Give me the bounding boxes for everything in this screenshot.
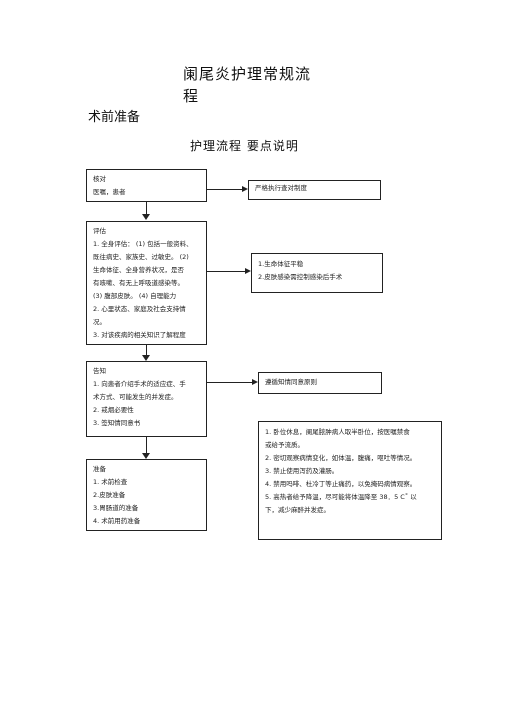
box-line: 1. 全身评估： (1) 包括一般资料、	[93, 240, 193, 248]
down-arrow-icon	[142, 355, 150, 361]
box-line: 有咳嗽、有无上呼吸道感染等。	[93, 279, 184, 287]
flow-box-check: 核对 医嘱，患者	[86, 169, 207, 202]
connector-line	[146, 202, 147, 214]
connector-line	[207, 271, 245, 272]
box-line: 医嘱，患者	[93, 188, 126, 196]
box-line: (3) 腹部皮肤。 (4) 自理能力	[93, 292, 177, 300]
flow-box-inform: 告知 1. 向患者介绍手术的适应症、手 术方式、可能发生的并发症。 2. 戒烟必…	[86, 361, 207, 437]
down-arrow-icon	[142, 214, 150, 220]
box-heading: 准备	[93, 465, 106, 473]
note-line: 严格执行查对制度	[255, 184, 307, 192]
column-header: 护理流程 要点说明	[190, 139, 299, 153]
note-line: 4. 禁用吗啡、杜冷丁等止痛药，以免掩码病情观察。	[265, 480, 417, 488]
box-line: 既往病史、家族史、过敏史。 (2)	[93, 253, 189, 261]
flow-box-prepare: 准备 1. 术前检查 2.皮肤准备 3.胃肠道的准备 4. 术前用药准备	[86, 459, 207, 531]
right-arrow-icon	[242, 186, 248, 192]
note-line: 遵循知情同意原则	[265, 378, 317, 386]
down-arrow-icon	[142, 453, 150, 459]
connector-line	[146, 437, 147, 453]
note-line: 2.皮肤感染需控制感染后手术	[258, 273, 343, 281]
note-line: 2. 密切观察病情变化，如体温，腹痛，呕吐等情况。	[265, 454, 417, 462]
box-heading: 核对	[93, 175, 106, 183]
box-heading: 评估	[93, 227, 106, 235]
note-box-prepare: 1. 卧位休息，阑尾脓肿病人取半卧位，按医嘱禁食 或给予流质。 2. 密切观察病…	[258, 421, 442, 540]
connector-line	[207, 382, 252, 383]
connector-line	[207, 189, 242, 190]
section-heading: 术前准备	[88, 110, 141, 125]
note-box-inform: 遵循知情同意原则	[258, 372, 382, 394]
box-line: 2.皮肤准备	[93, 491, 126, 499]
flow-box-assess: 评估 1. 全身评估： (1) 包括一般资料、 既往病史、家族史、过敏史。 (2…	[86, 221, 207, 345]
note-line: 下，减少麻醉并发症。	[265, 506, 330, 514]
note-line: 1.生命体征平稳	[258, 260, 304, 268]
note-line: 5. 高热者给予降温，尽可能将体温降至 38．5 C˚ 以	[265, 493, 417, 501]
box-line: 3. 签知情同意书	[93, 419, 141, 427]
right-arrow-icon	[252, 379, 258, 385]
note-line: 1. 卧位休息，阑尾脓肿病人取半卧位，按医嘱禁食	[265, 428, 410, 436]
box-line: 况。	[93, 318, 106, 326]
box-heading: 告知	[93, 367, 106, 375]
note-box-check: 严格执行查对制度	[248, 180, 381, 200]
box-line: 4. 术前用药准备	[93, 517, 141, 525]
box-line: 1. 向患者介绍手术的适应症、手	[93, 380, 186, 388]
note-box-assess: 1.生命体征平稳 2.皮肤感染需控制感染后手术	[251, 253, 383, 293]
box-line: 3. 对该疾病的相关知识了解程度	[93, 331, 186, 339]
connector-line	[146, 345, 147, 355]
box-line: 3.胃肠道的准备	[93, 504, 139, 512]
box-line: 生命体征、全身营养状况，是否	[93, 266, 184, 274]
right-arrow-icon	[245, 268, 251, 274]
page-title: 阑尾炎护理常规流程	[183, 65, 312, 105]
note-line: 3. 禁止使用泻药及灌肠。	[265, 467, 339, 475]
box-line: 2. 心里状态、家庭及社会支持情	[93, 305, 186, 313]
box-line: 2. 戒烟必要性	[93, 406, 134, 414]
box-line: 1. 术前检查	[93, 478, 128, 486]
box-line: 术方式、可能发生的并发症。	[93, 393, 178, 401]
note-line: 或给予流质。	[265, 441, 304, 449]
